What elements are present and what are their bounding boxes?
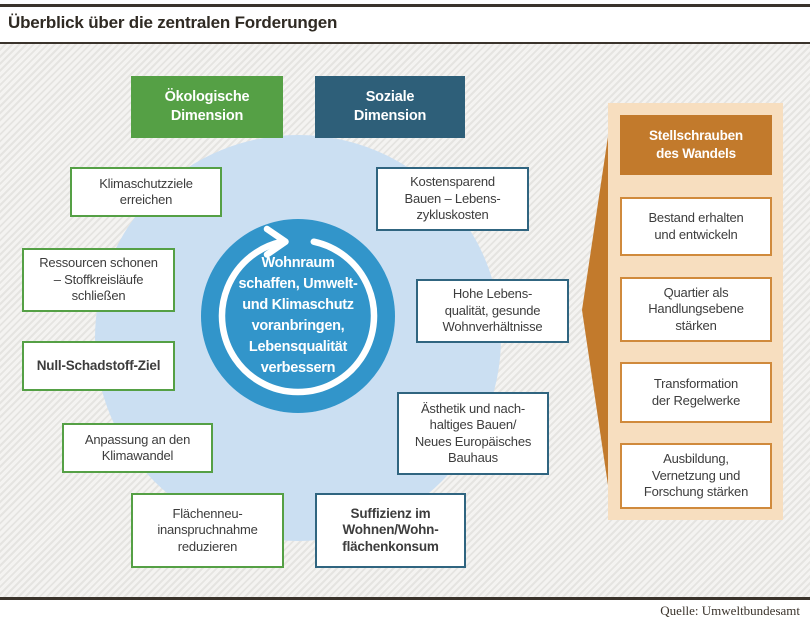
box-kostensparend-bauen: Kostensparend Bauen – Lebens- zykluskost… (376, 167, 529, 231)
box-aesthetik-bauhaus: Ästhetik und nach- haltiges Bauen/ Neues… (397, 392, 549, 475)
header-ecological-dimension: Ökologische Dimension (131, 76, 283, 138)
diagram-area: Ökologische Dimension Soziale Dimension … (0, 44, 810, 597)
box-suffizienz-wohnen: Suffizienz im Wohnen/Wohn- flächenkonsum (315, 493, 466, 568)
lever-ausbildung-forschung: Ausbildung, Vernetzung und Forschung stä… (620, 443, 772, 509)
title-underline-rule (0, 42, 810, 44)
bottom-rule (0, 597, 810, 600)
center-goal-text: Wohnraum schaffen, Umwelt- und Klimaschu… (238, 255, 358, 376)
source-credit: Quelle: Umweltbundesamt (660, 603, 800, 618)
box-ressourcen-schonen: Ressourcen schonen – Stoffkreisläufe sch… (22, 248, 175, 312)
cycle-arrow-icon (218, 225, 378, 396)
lever-bestand-erhalten: Bestand erhalten und entwickeln (620, 197, 772, 256)
levers-arrow-icon (582, 103, 613, 519)
page-title: Überblick über die zentralen Forderungen (8, 13, 338, 32)
center-goal-circle: Wohnraum schaffen, Umwelt- und Klimaschu… (201, 219, 395, 413)
box-flaechenneuinanspruchnahme: Flächenneu- inanspruchnahme reduzieren (131, 493, 284, 568)
box-hohe-lebensqualitaet: Hohe Lebens- qualität, gesunde Wohnverhä… (416, 279, 569, 343)
lever-transformation-regelwerke: Transformation der Regelwerke (620, 362, 772, 423)
levers-panel-title: Stellschrauben des Wandels (620, 115, 772, 175)
box-null-schadstoff-ziel: Null-Schadstoff-Ziel (22, 341, 175, 391)
header-social-dimension: Soziale Dimension (315, 76, 465, 138)
box-klimaschutzziele: Klimaschutzziele erreichen (70, 167, 222, 217)
top-rule (0, 4, 810, 7)
lever-quartier-staerken: Quartier als Handlungsebene stärken (620, 277, 772, 342)
box-anpassung-klimawandel: Anpassung an den Klimawandel (62, 423, 213, 473)
